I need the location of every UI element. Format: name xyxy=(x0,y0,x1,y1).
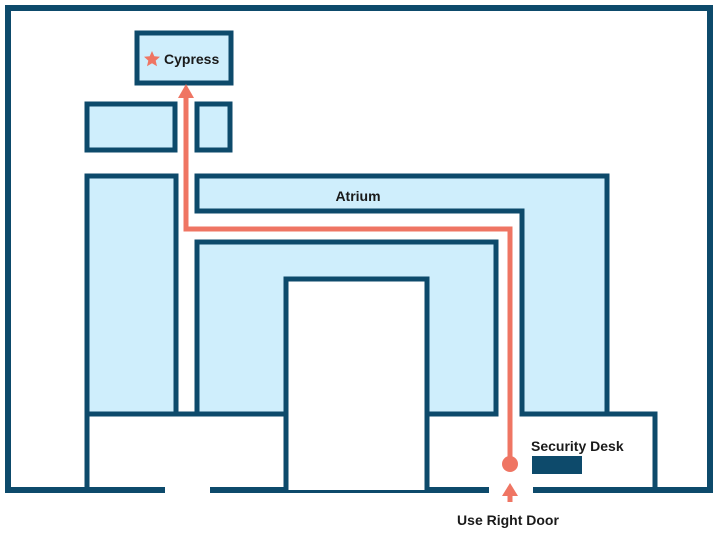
entrance-arrow xyxy=(502,483,518,502)
circle-dot-icon xyxy=(502,456,518,472)
label-security-desk: Security Desk xyxy=(531,438,624,454)
central-block xyxy=(283,276,430,490)
label-cypress: Cypress xyxy=(164,51,219,67)
room-small-left xyxy=(84,101,178,153)
label-atrium: Atrium xyxy=(335,188,380,204)
room-left-tall xyxy=(84,173,179,417)
label-entrance: Use Right Door xyxy=(457,512,559,528)
arrow-up-icon xyxy=(502,483,518,496)
star-icon xyxy=(144,51,160,67)
room-small-right xyxy=(194,101,233,153)
security-desk xyxy=(532,456,582,474)
arrow-up-icon xyxy=(178,84,194,98)
route-path xyxy=(183,98,513,461)
security-area xyxy=(522,411,658,490)
